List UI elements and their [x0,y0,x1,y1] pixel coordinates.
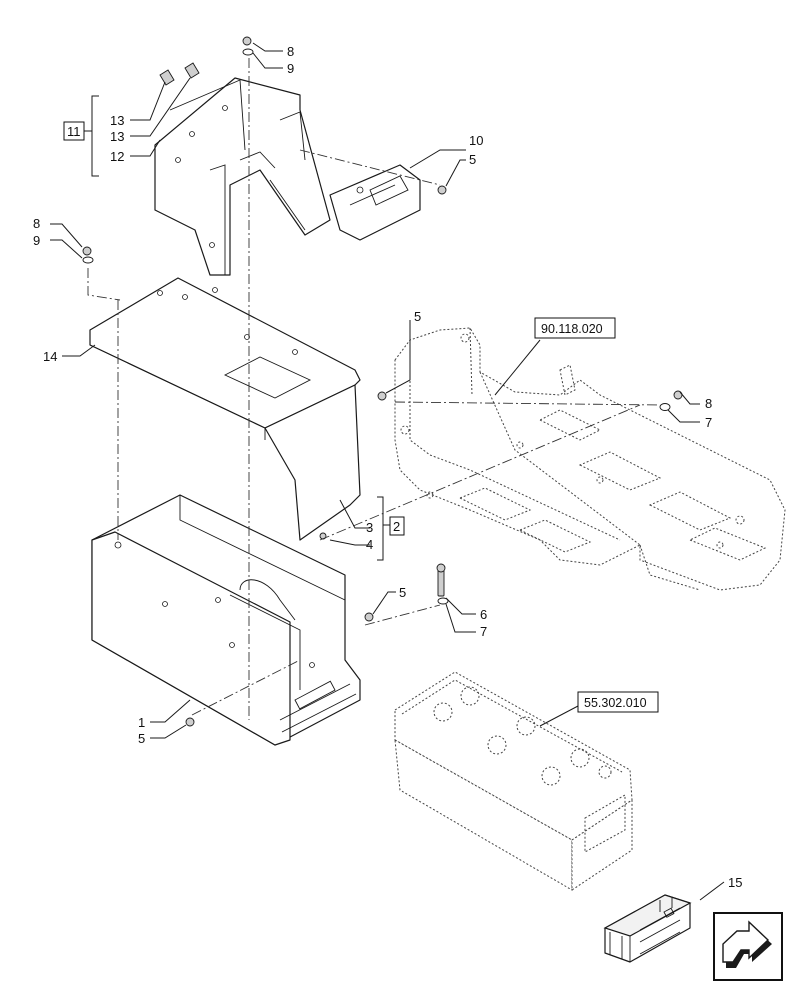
reference-battery-code: 55.302.010 [584,696,647,710]
callout-6: 6 [480,607,487,622]
leader-lines [50,42,725,901]
callout-4: 4 [366,537,373,552]
callout-14: 14 [43,349,57,364]
callout-13-lower: 13 [110,129,124,144]
reference-labels: 90.118.020 55.302.010 [534,317,659,713]
callout-10: 10 [469,133,483,148]
callout-5-lower: 5 [399,585,406,600]
hardware [82,36,683,727]
reference-box-frame [534,317,616,339]
battery-box [91,494,361,746]
callout-5-bottom: 5 [138,731,145,746]
callout-8-right: 8 [705,396,712,411]
callout-5-middle: 5 [414,309,421,324]
kit-labels: 11 2 [63,121,405,536]
callout-3: 3 [366,520,373,535]
callout-9-top: 9 [287,61,294,76]
reference-box-battery [577,691,659,713]
callout-9-left: 9 [33,233,40,248]
battery-lid-plate [89,277,361,541]
callout-1: 1 [138,715,145,730]
chassis-frame-reference [394,327,786,591]
callout-7-lower: 7 [480,624,487,639]
callout-8-left: 8 [33,216,40,231]
assembly-lines [87,58,661,720]
reference-frame-code: 90.118.020 [541,322,603,336]
battery-reference [394,671,633,891]
callout-15: 15 [728,875,742,890]
kit-label-2: 2 [393,519,400,534]
upper-bracket [154,77,331,276]
callout-13-upper: 13 [110,113,124,128]
side-bracket [329,164,421,241]
callout-5-upper: 5 [469,152,476,167]
next-page-arrow-icon[interactable] [713,912,783,981]
parts-crate-icon [603,894,692,963]
callout-labels: 8 9 13 13 12 10 5 8 9 14 5 8 7 3 4 5 6 7… [33,44,742,890]
callout-8-top: 8 [287,44,294,59]
callout-7-right: 7 [705,415,712,430]
kit-box-2 [389,516,405,536]
kit-box-11 [63,121,85,141]
kit-label-11: 11 [67,124,81,139]
callout-12: 12 [110,149,124,164]
